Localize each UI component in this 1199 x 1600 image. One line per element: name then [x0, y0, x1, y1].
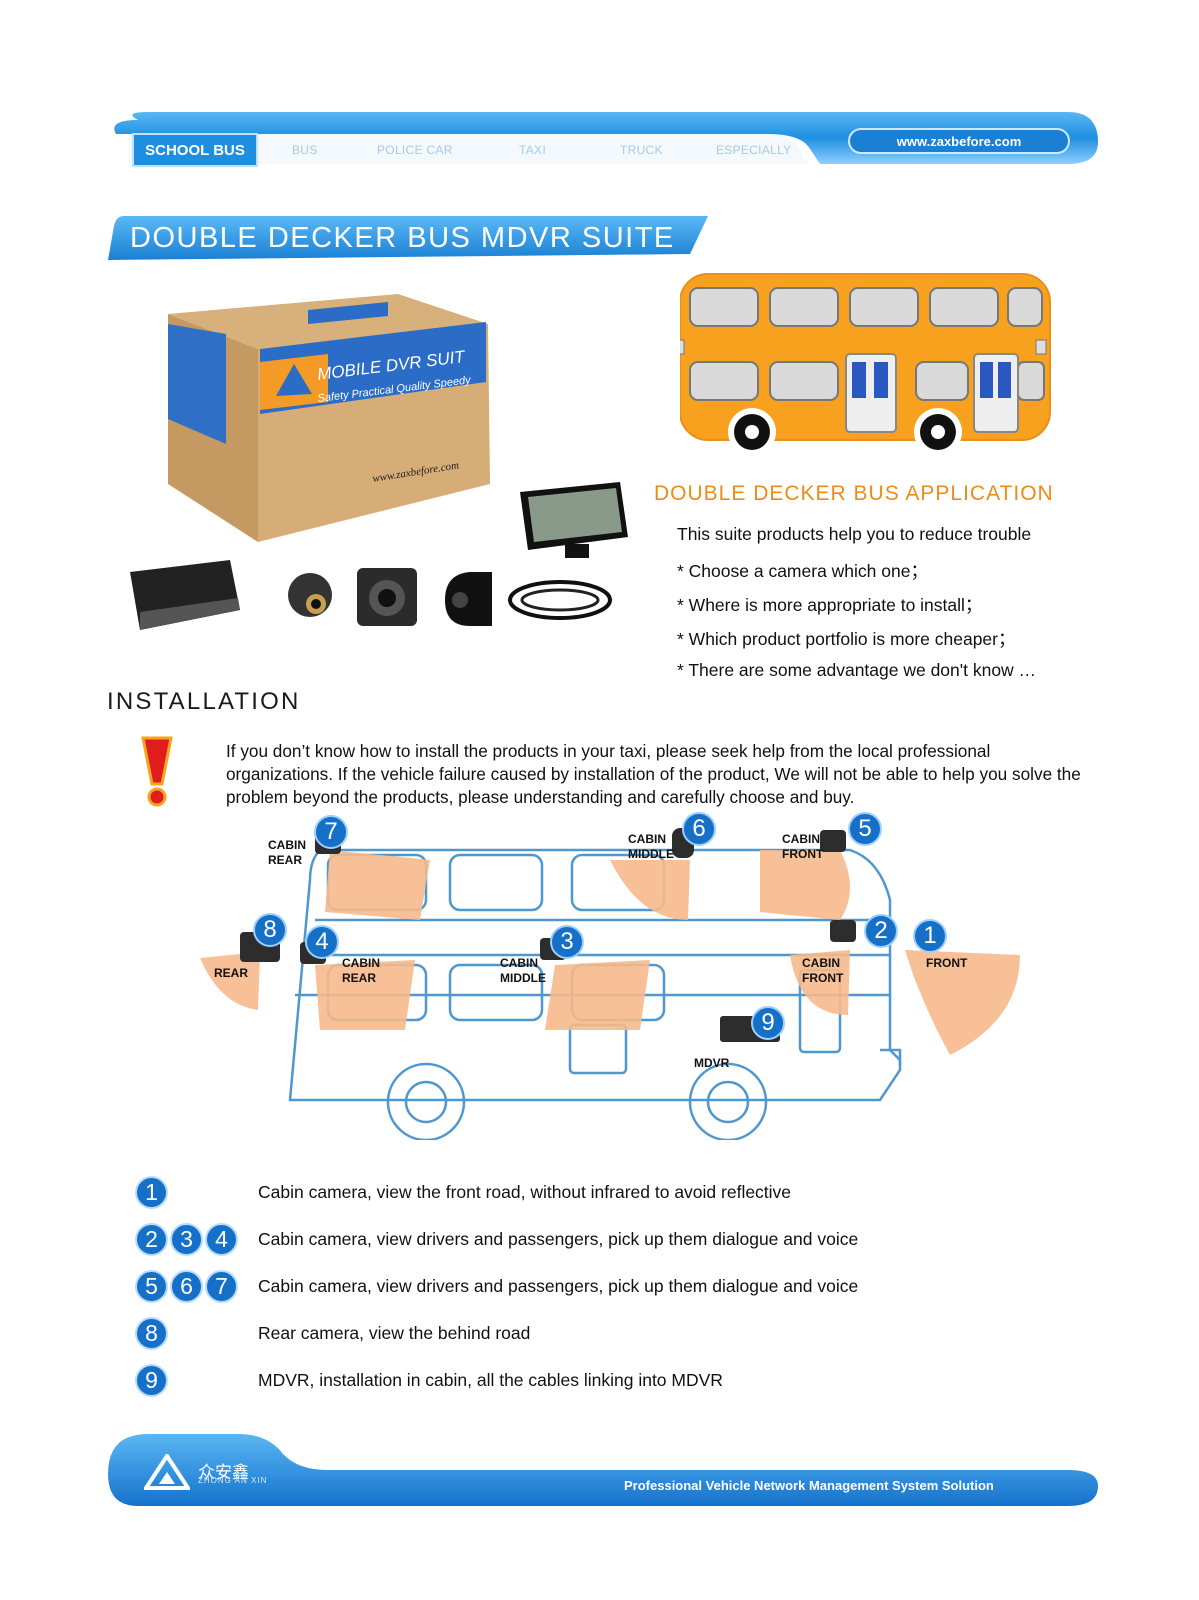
- bus-installation-diagram: [200, 828, 1020, 1140]
- application-line-2: * Choose a camera which one；: [677, 561, 928, 581]
- site-url-link[interactable]: www.zaxbefore.com: [848, 128, 1070, 154]
- label-cabin-rear-low: CABIN REAR: [342, 956, 380, 985]
- label-cabin-rear-top: CABIN REAR: [268, 838, 306, 867]
- legend-number-4: 4: [205, 1223, 238, 1256]
- product-box-image: MOBILE DVR SUIT Safety Practical Quality…: [168, 294, 490, 542]
- legend-number-1: 1: [135, 1176, 168, 1209]
- monitor-image: [520, 482, 628, 558]
- label-cabin-front-top: CABIN FRONT: [782, 832, 824, 861]
- title-banner: [108, 216, 708, 260]
- legend-text-4: Rear camera, view the behind road: [258, 1323, 531, 1343]
- legend-number-9: 9: [135, 1364, 168, 1397]
- legend-text-5: MDVR, installation in cabin, all the cab…: [258, 1370, 723, 1390]
- double-decker-bus-image: [680, 273, 1051, 456]
- legend-number-3: 3: [170, 1223, 203, 1256]
- nav-tab-especially[interactable]: ESPECIALLY: [716, 143, 792, 157]
- legend-number-5: 5: [135, 1270, 168, 1303]
- label-cabin-front-low: CABIN FRONT: [802, 956, 844, 985]
- application-line-3: * Where is more appropriate to install；: [677, 595, 983, 615]
- warning-text: If you don’t know how to install the pro…: [226, 741, 1081, 807]
- legend-text-2: Cabin camera, view drivers and passenger…: [258, 1229, 859, 1249]
- legend-number-8: 8: [135, 1317, 168, 1350]
- diagram-marker-3: 3: [550, 925, 584, 959]
- application-line-1: This suite products help you to reduce t…: [677, 524, 1032, 544]
- diagram-marker-9: 9: [751, 1006, 785, 1040]
- label-rear: REAR: [214, 966, 249, 980]
- logo-icon: [144, 1454, 190, 1490]
- warning-icon: [141, 736, 173, 807]
- nav-tab-bus[interactable]: BUS: [292, 143, 318, 157]
- application-title: DOUBLE DECKER BUS APPLICATION: [654, 482, 1054, 505]
- nav-tab-truck[interactable]: TRUCK: [620, 143, 663, 157]
- nav-tab-police-car[interactable]: POLICE CAR: [377, 143, 453, 157]
- diagram-marker-2: 2: [864, 914, 898, 948]
- diagram-marker-1: 1: [913, 919, 947, 953]
- legend-number-2: 2: [135, 1223, 168, 1256]
- product-devices-image: [130, 560, 612, 630]
- nav-tab-school-bus[interactable]: SCHOOL BUS: [132, 133, 258, 167]
- label-front: FRONT: [926, 956, 968, 970]
- legend-text-1: Cabin camera, view the front road, witho…: [258, 1182, 792, 1202]
- legend-text-3: Cabin camera, view drivers and passenger…: [258, 1276, 859, 1296]
- legend-number-7: 7: [205, 1270, 238, 1303]
- footer-brand-sub: ZHONG AN XIN: [198, 1476, 268, 1485]
- diagram-marker-4: 4: [305, 925, 339, 959]
- application-line-4: * Which product portfolio is more cheape…: [677, 629, 1016, 649]
- label-cabin-middle-top: CABIN MIDDLE: [628, 832, 674, 861]
- legend-number-6: 6: [170, 1270, 203, 1303]
- installation-heading: INSTALLATION: [107, 688, 301, 715]
- footer-slogan: Professional Vehicle Network Management …: [624, 1478, 994, 1493]
- footer-bar: [108, 1434, 1098, 1506]
- diagram-marker-8: 8: [253, 913, 287, 947]
- application-line-5: * There are some advantage we don't know…: [677, 660, 1037, 680]
- page-title: DOUBLE DECKER BUS MDVR SUITE: [130, 222, 675, 254]
- diagram-marker-6: 6: [682, 812, 716, 846]
- diagram-marker-5: 5: [848, 812, 882, 846]
- diagram-marker-7: 7: [314, 815, 348, 849]
- label-cabin-middle-low: CABIN MIDDLE: [500, 956, 546, 985]
- footer-brand: 众安鑫: [198, 1463, 249, 1482]
- label-mdvr: MDVR: [694, 1056, 730, 1070]
- nav-tab-taxi[interactable]: TAXI: [519, 143, 546, 157]
